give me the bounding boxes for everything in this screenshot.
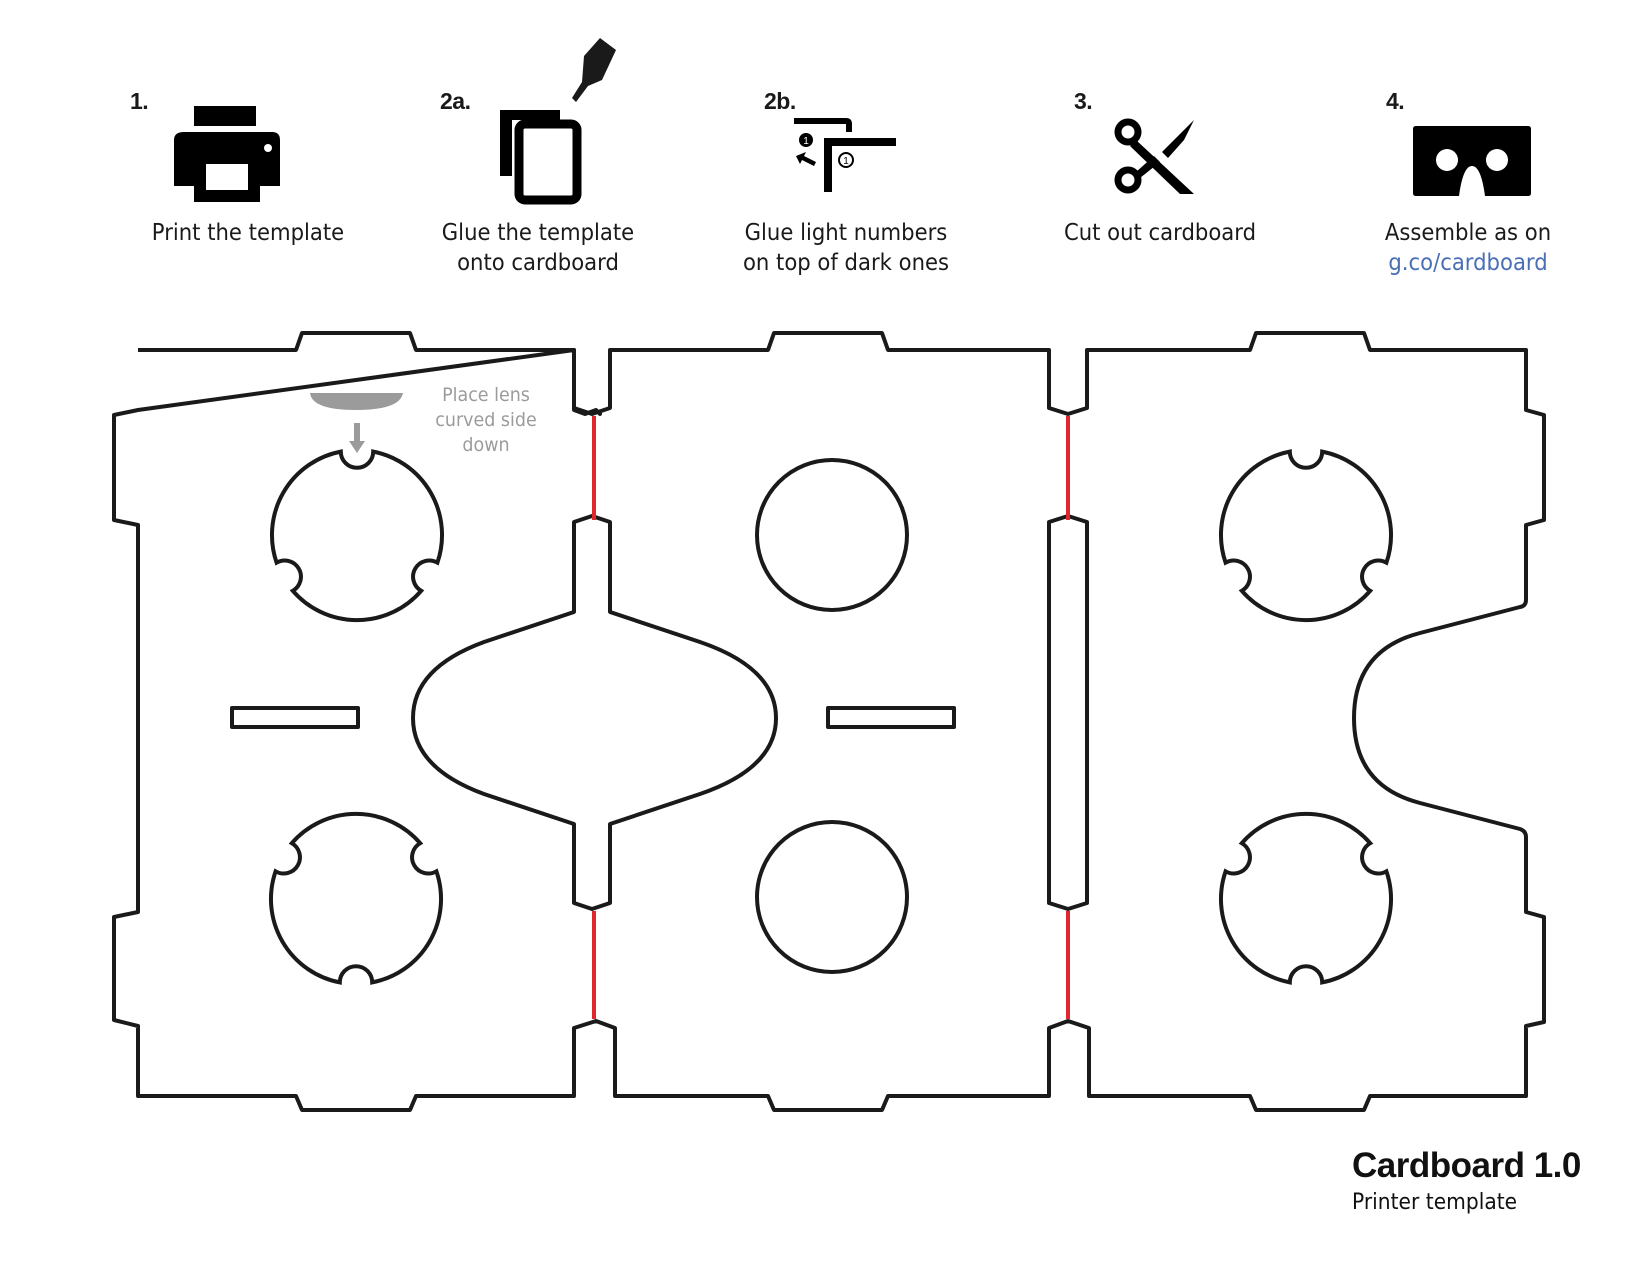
step-label-line: Assemble as on	[1384, 220, 1552, 246]
fold-notch-top-left	[411, 514, 778, 911]
svg-text:1: 1	[803, 136, 809, 147]
slot-left	[230, 706, 360, 729]
lens-hole-left-top	[270, 449, 444, 623]
svg-text:1: 1	[843, 156, 849, 167]
step-label-line: on top of dark ones	[742, 250, 950, 276]
lens-note: Place lens curved side down	[427, 383, 545, 458]
arrow-down-icon	[349, 423, 365, 453]
lens-note-line: curved side	[435, 409, 537, 431]
lens-hole-left-bottom	[269, 811, 443, 985]
lens-guide	[310, 393, 403, 453]
step-label-line: Print the template	[151, 220, 345, 246]
step-label: Glue light numbers on top of dark ones	[726, 218, 965, 278]
step-glue-numbers: 2b. 1 1 Glue light numbers on top of dar…	[716, 0, 976, 290]
document-subtitle: Printer template	[1352, 1190, 1518, 1215]
step-number: 2b.	[764, 88, 796, 114]
lens-hole-center-top	[755, 458, 909, 612]
step-label: Cut out cardboard	[1040, 218, 1279, 248]
printer-icon	[174, 106, 280, 202]
lens-note-line: down	[462, 434, 510, 456]
cardboard-viewer-icon	[1413, 126, 1531, 196]
step-label: Print the template	[128, 218, 367, 248]
step-number: 2a.	[440, 88, 471, 114]
lens-hole-right-top	[1219, 449, 1393, 623]
step-label-line: Glue light numbers	[744, 220, 948, 246]
step-glue-template: 2a. Glue the template onto cardboard	[408, 0, 668, 290]
step-print: 1. Print the template	[118, 0, 378, 290]
cardboard-link[interactable]: g.co/cardboard	[1388, 250, 1548, 276]
step-number: 3.	[1074, 88, 1093, 114]
lens-note-line: Place lens	[442, 384, 530, 406]
step-assemble: 4. Assemble as on g.co/cardboard	[1338, 0, 1598, 290]
step-label-line: onto cardboard	[457, 250, 619, 276]
step-label-line: Glue the template	[441, 220, 635, 246]
step-number: 4.	[1386, 88, 1405, 114]
left-panel-outline-body	[112, 331, 1546, 1112]
step-label-line: Cut out cardboard	[1063, 220, 1257, 246]
lens-shape-icon	[310, 393, 403, 410]
scissors-icon	[1114, 118, 1194, 194]
step-cut: 3. Cut out cardboard	[1030, 0, 1290, 290]
step-label: Assemble as on g.co/cardboard	[1348, 218, 1587, 278]
slot-center	[826, 706, 956, 729]
lens-hole-center-bottom	[755, 820, 909, 974]
document-title: Cardboard 1.0	[1352, 1146, 1581, 1185]
step-number: 1.	[130, 88, 149, 114]
fold-slot-right	[1047, 514, 1089, 911]
lens-hole-right-bottom	[1219, 811, 1393, 985]
glue-bottle-icon	[500, 38, 616, 205]
step-label: Glue the template onto cardboard	[418, 218, 657, 278]
align-numbers-icon: 1 1	[794, 118, 896, 192]
